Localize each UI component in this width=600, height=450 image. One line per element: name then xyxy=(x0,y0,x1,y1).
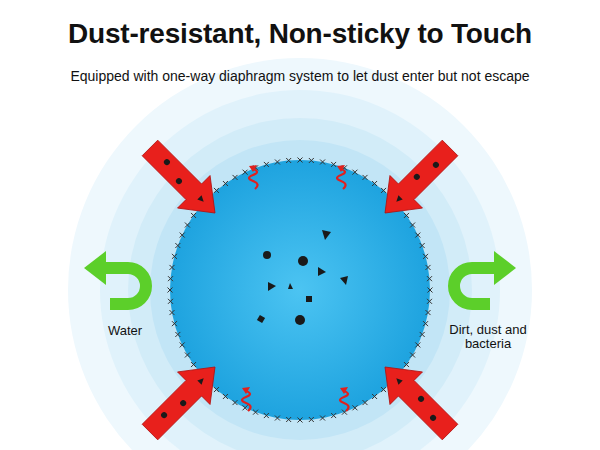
dust-particles xyxy=(257,230,348,325)
inflow-arrows xyxy=(134,132,467,449)
heading: Dust-resistant, Non-sticky to Touch xyxy=(0,18,600,50)
flow-label: Water xyxy=(95,323,155,338)
halo-ring xyxy=(128,118,472,450)
halo-ring xyxy=(68,58,532,450)
water-arrow-right xyxy=(454,251,516,304)
halo-ring xyxy=(100,90,500,450)
water-arrow-left xyxy=(84,251,146,304)
flow-label: Dirt, dust and bacteria xyxy=(440,323,536,352)
bacteria-squiggles xyxy=(242,165,349,411)
subheading: Equipped with one-way diaphragm system t… xyxy=(0,68,600,84)
